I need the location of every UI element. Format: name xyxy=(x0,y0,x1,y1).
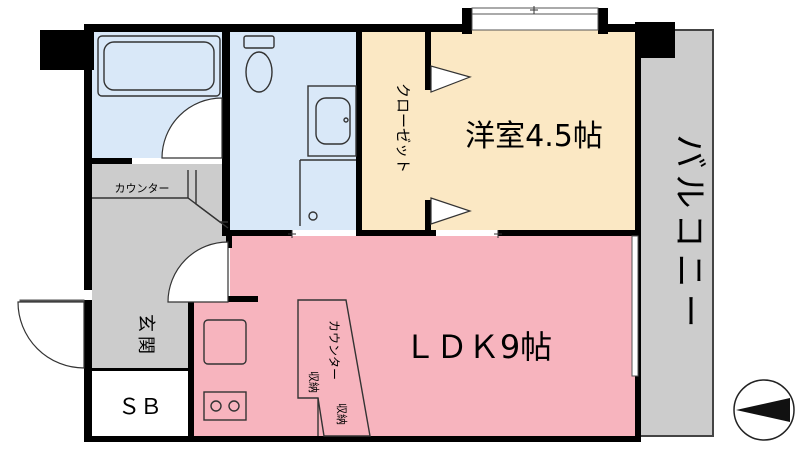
balcony-label: バルコニー xyxy=(669,134,709,333)
counter-kitchen-label: カウンター xyxy=(327,320,341,380)
front-door-swing xyxy=(17,301,85,369)
counter-kitchen xyxy=(297,299,371,437)
closet-floor xyxy=(361,30,431,230)
closet-label: クローゼット xyxy=(394,83,412,173)
shoe-box-label: ＳＢ xyxy=(118,395,162,420)
shoebox-floor xyxy=(92,370,188,436)
western-room-floor xyxy=(431,30,635,230)
washbasin-icon xyxy=(299,85,357,226)
toilet-icon xyxy=(243,35,275,93)
bath-door-swing xyxy=(161,97,223,159)
balcony-rail xyxy=(641,29,714,437)
storage-1-label: 収納 xyxy=(307,371,320,393)
stove-icon xyxy=(203,391,247,421)
entrance-label: 玄関 xyxy=(135,314,156,358)
counter-top-label: カウンター xyxy=(115,182,170,195)
storage-2-label: 収納 xyxy=(335,403,348,425)
balcony-floor xyxy=(641,30,713,436)
closet-doors xyxy=(430,65,472,225)
entrance-door-swing xyxy=(167,241,229,303)
counter-entrance-edge xyxy=(195,170,229,229)
wall-ticks xyxy=(288,6,538,238)
walls xyxy=(40,8,675,442)
kitchen-floor xyxy=(194,300,234,436)
washroom-floor xyxy=(230,30,356,230)
sink-icon xyxy=(203,319,247,365)
ldk-label: ＬＤＫ9帖 xyxy=(404,328,552,366)
bathtub-icon xyxy=(97,35,221,97)
western-room-label: 洋室4.5帖 xyxy=(465,119,603,154)
windows xyxy=(19,7,639,377)
north-arrow-icon xyxy=(733,379,795,441)
